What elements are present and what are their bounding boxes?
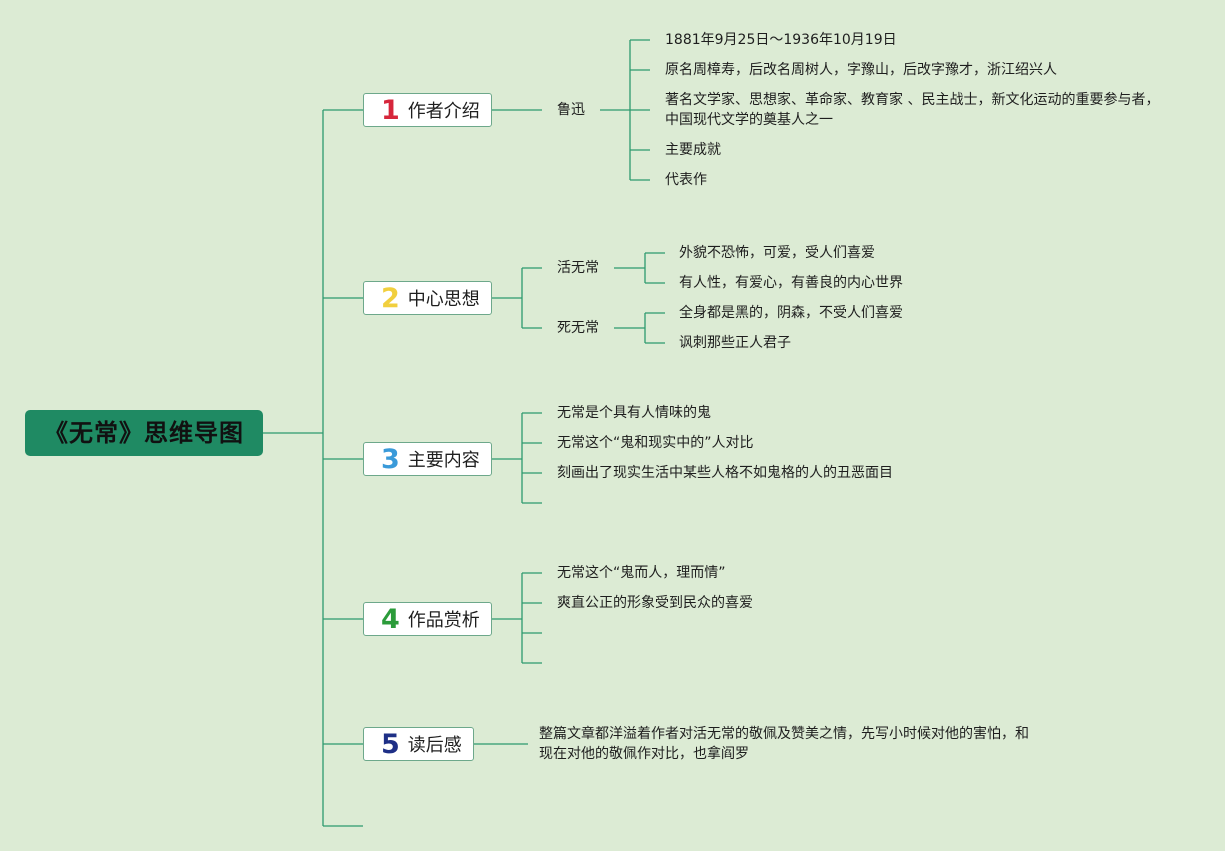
item-roles-line1[interactable]: 著名文学家、思想家、革命家、教育家 、民主战士，新文化运动的重要参与者， [665,92,1160,108]
item-roles-line2[interactable]: 中国现代文学的奠基人之一 [665,112,833,128]
item-representative-works[interactable]: 代表作 [665,172,707,188]
item-reflection-line1[interactable]: 整篇文章都洋溢着作者对活无常的敬佩及赞美之情，先写小时候对他的害怕，和 [539,726,1029,742]
item-living-appearance[interactable]: 外貌不恐怖，可爱，受人们喜爱 [679,245,875,261]
section-label: 主要内容 [407,450,480,471]
section-label: 作品赏析 [407,610,480,631]
section-author-intro[interactable]: 1 作者介绍 [363,93,492,127]
item-dead-appearance[interactable]: 全身都是黑的，阴森，不受人们喜爱 [679,305,903,321]
item-dates[interactable]: 1881年9月25日～1936年10月19日 [665,32,897,48]
section-main-content[interactable]: 3 主要内容 [363,442,492,476]
root-topic[interactable]: 《无常》思维导图 [25,410,263,456]
item-reflection-line2[interactable]: 现在对他的敬佩作对比，也拿阎罗 [539,746,749,762]
number-2-badge: 2 [381,282,400,314]
subtopic-luxun[interactable]: 鲁迅 [557,102,585,118]
section-appreciation[interactable]: 4 作品赏析 [363,602,492,636]
item-appreciation-2[interactable]: 爽直公正的形象受到民众的喜爱 [557,595,753,611]
number-3-badge: 3 [381,443,400,475]
number-4-badge: 4 [381,603,400,635]
subtopic-dead-wuchang[interactable]: 死无常 [557,320,599,336]
number-5-badge: 5 [381,728,400,760]
section-central-idea[interactable]: 2 中心思想 [363,281,492,315]
subtopic-living-wuchang[interactable]: 活无常 [557,260,599,276]
item-content-1[interactable]: 无常是个具有人情味的鬼 [557,405,711,421]
item-names[interactable]: 原名周樟寿，后改名周树人，字豫山，后改字豫才，浙江绍兴人 [665,62,1057,78]
item-content-3[interactable]: 刻画出了现实生活中某些人格不如鬼格的人的丑恶面目 [557,465,893,481]
item-content-2[interactable]: 无常这个“鬼和现实中的”人对比 [557,435,754,451]
section-label: 读后感 [407,735,462,756]
section-label: 中心思想 [407,289,480,310]
item-living-humanity[interactable]: 有人性，有爱心，有善良的内心世界 [679,275,903,291]
item-achievements[interactable]: 主要成就 [665,142,721,158]
item-appreciation-1[interactable]: 无常这个“鬼而人，理而情” [557,565,726,581]
section-label: 作者介绍 [407,101,480,122]
number-1-badge: 1 [381,94,400,126]
item-dead-satire[interactable]: 讽刺那些正人君子 [679,335,791,351]
section-reflection[interactable]: 5 读后感 [363,727,474,761]
